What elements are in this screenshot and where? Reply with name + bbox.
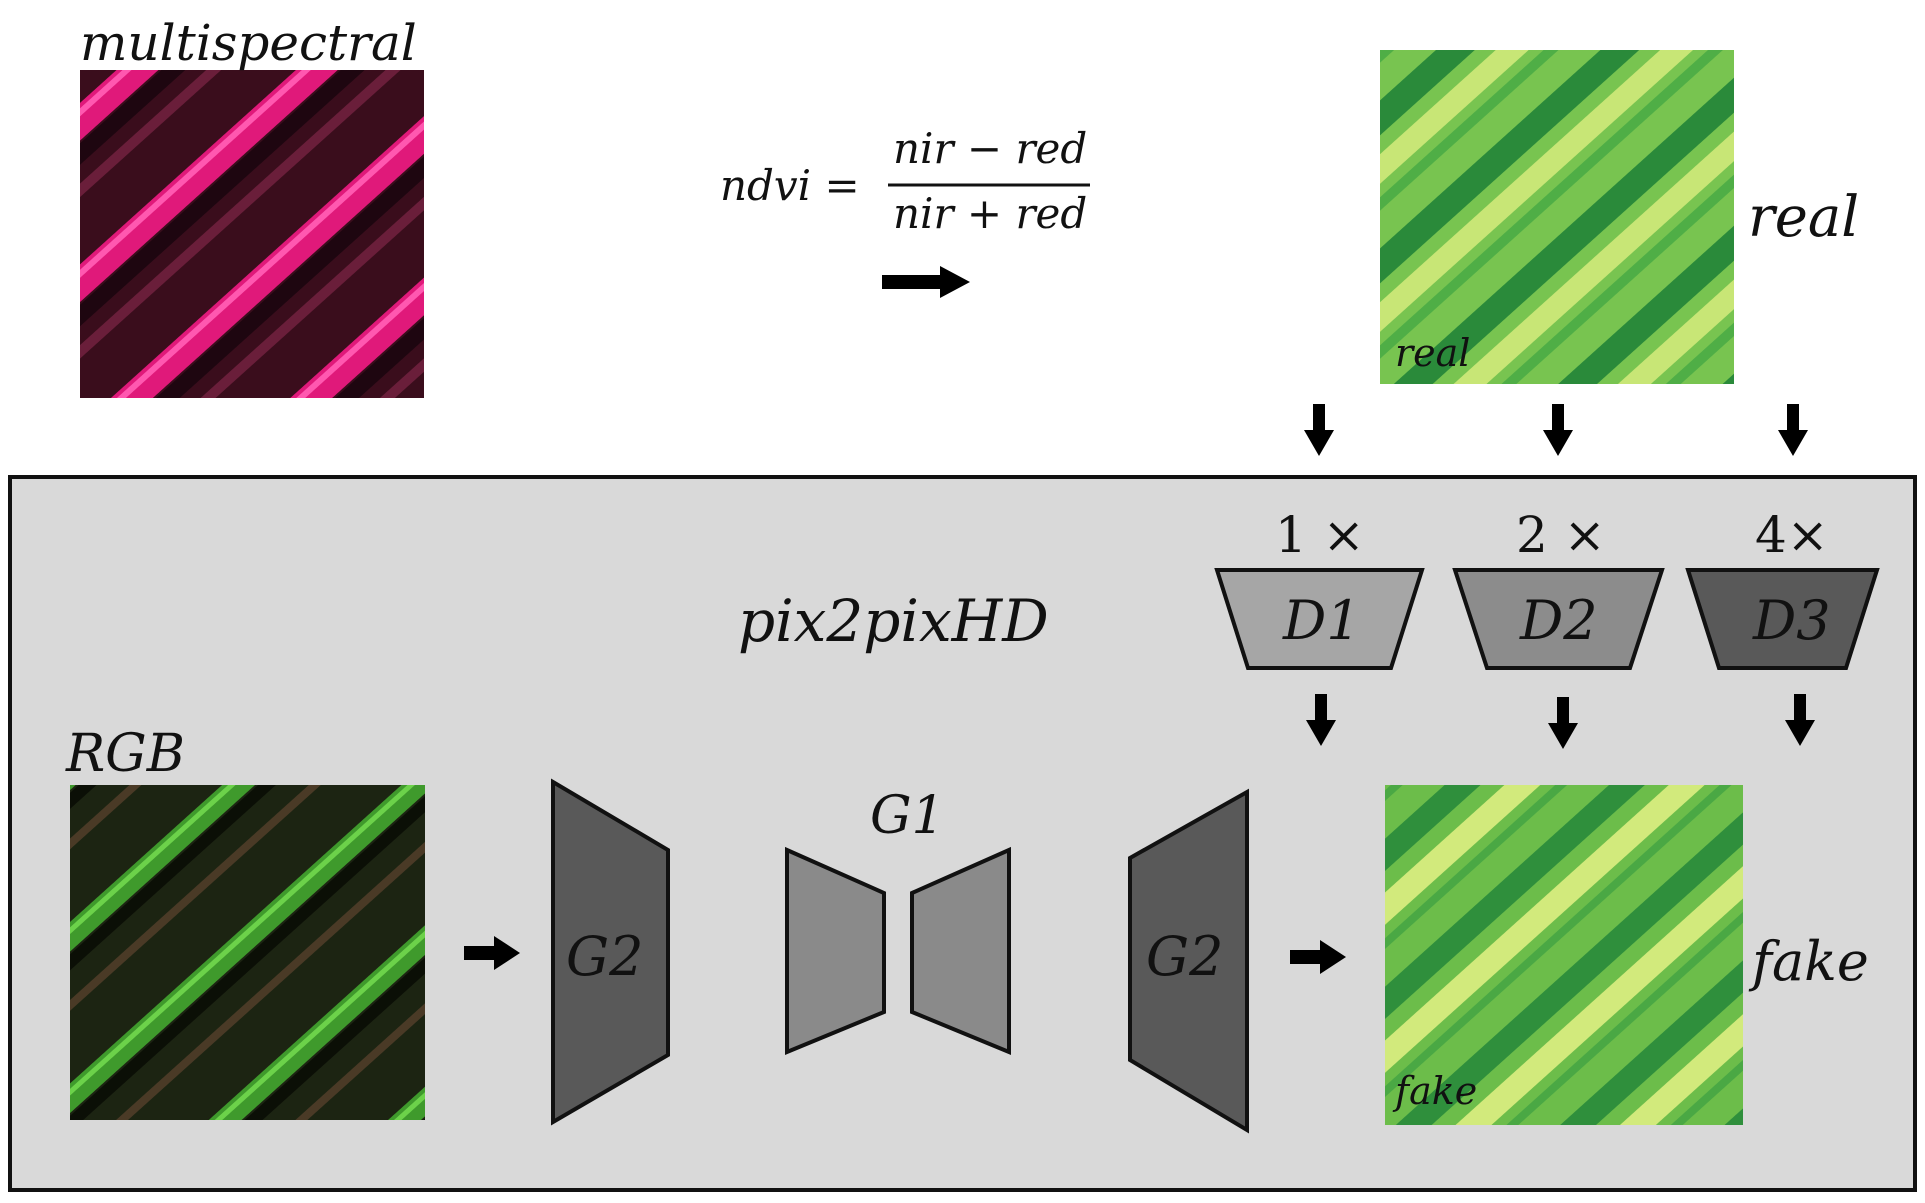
- g2-right-label: G2: [1146, 925, 1224, 988]
- down-arrow-d2-fake: [1548, 697, 1578, 749]
- discriminator-d2: [1452, 568, 1665, 670]
- fake-ndvi-image: [1385, 785, 1743, 1125]
- d1-name-label: D1: [1283, 589, 1361, 652]
- ndvi-lhs: ndvi =: [720, 161, 860, 210]
- multispectral-label: multispectral: [80, 14, 417, 72]
- real-side-label: real: [1748, 185, 1860, 250]
- pix2pixhd-label: pix2pixHD: [738, 587, 1049, 655]
- formula-arrow: [882, 266, 970, 298]
- rgb-label: RGB: [66, 724, 185, 784]
- generator-g2-right: [1128, 788, 1249, 1134]
- real-ndvi-image: [1380, 50, 1734, 384]
- rgb-image: [70, 785, 425, 1120]
- multispectral-image: [80, 70, 424, 398]
- down-arrow-d1-fake: [1306, 694, 1336, 746]
- ndvi-denominator: nir + red: [893, 189, 1088, 238]
- d2-name-label: D2: [1520, 589, 1598, 652]
- down-arrow-real-d2: [1543, 404, 1573, 456]
- d1-scale-label: 1 ×: [1275, 506, 1365, 564]
- d2-scale-label: 2 ×: [1516, 506, 1606, 564]
- g1-label: G1: [870, 786, 945, 846]
- real-inner-label: real: [1395, 331, 1471, 375]
- down-arrow-real-d3: [1778, 404, 1808, 456]
- down-arrow-real-d1: [1304, 404, 1334, 456]
- generator-g2-left: [551, 778, 670, 1126]
- fake-inner-label: fake: [1395, 1069, 1478, 1113]
- g2-left-label: G2: [566, 925, 644, 988]
- fake-side-label: fake: [1752, 930, 1869, 993]
- arrow-g2-fake: [1290, 940, 1346, 974]
- ndvi-numerator: nir − red: [893, 124, 1088, 173]
- discriminator-d1: [1214, 568, 1425, 670]
- down-arrow-d3-fake: [1785, 694, 1815, 746]
- generator-g1-decoder: [910, 846, 1011, 1055]
- d3-scale-label: 4×: [1755, 506, 1829, 564]
- generator-g1-encoder: [785, 846, 886, 1055]
- d3-name-label: D3: [1753, 589, 1831, 652]
- arrow-rgb-g2: [464, 936, 520, 970]
- discriminator-d3: [1685, 568, 1880, 670]
